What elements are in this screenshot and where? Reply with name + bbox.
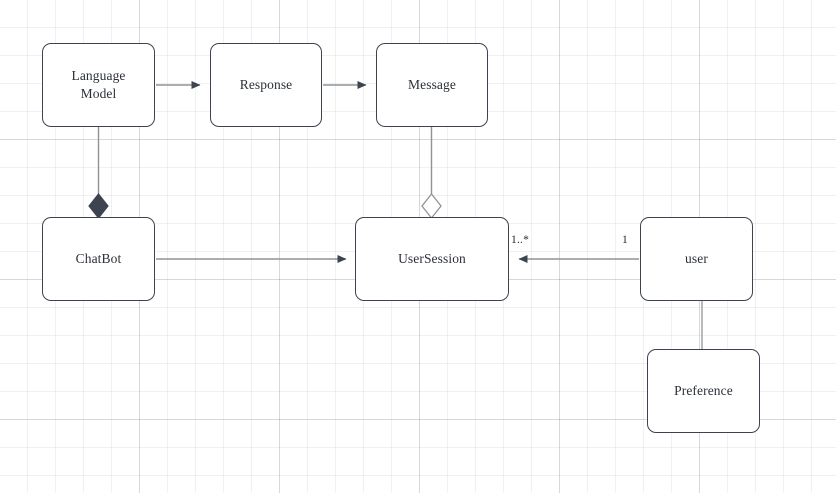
node-label-language-model: Language Model xyxy=(71,68,126,101)
node-language-model[interactable]: Language Model xyxy=(42,43,155,127)
node-chatbot[interactable]: ChatBot xyxy=(42,217,155,301)
node-user-session[interactable]: UserSession xyxy=(355,217,509,301)
node-label-user-session: UserSession xyxy=(398,251,466,267)
multiplicity-label-user: 1 xyxy=(622,234,628,246)
multiplicity-label-user-session: 1..* xyxy=(511,234,530,246)
node-label-message: Message xyxy=(408,77,456,93)
node-response[interactable]: Response xyxy=(210,43,322,127)
node-label-preference: Preference xyxy=(674,383,733,399)
node-label-user: user xyxy=(685,251,708,267)
composition-diamond-icon xyxy=(88,193,109,219)
node-user[interactable]: user xyxy=(640,217,753,301)
node-label-chatbot: ChatBot xyxy=(75,251,122,267)
aggregation-diamond-icon xyxy=(421,192,442,220)
node-preference[interactable]: Preference xyxy=(647,349,760,433)
edge-message-to-user-session xyxy=(421,127,442,220)
node-message[interactable]: Message xyxy=(376,43,488,127)
edge-language-model-to-chatbot xyxy=(88,127,109,219)
node-label-response: Response xyxy=(239,77,293,93)
